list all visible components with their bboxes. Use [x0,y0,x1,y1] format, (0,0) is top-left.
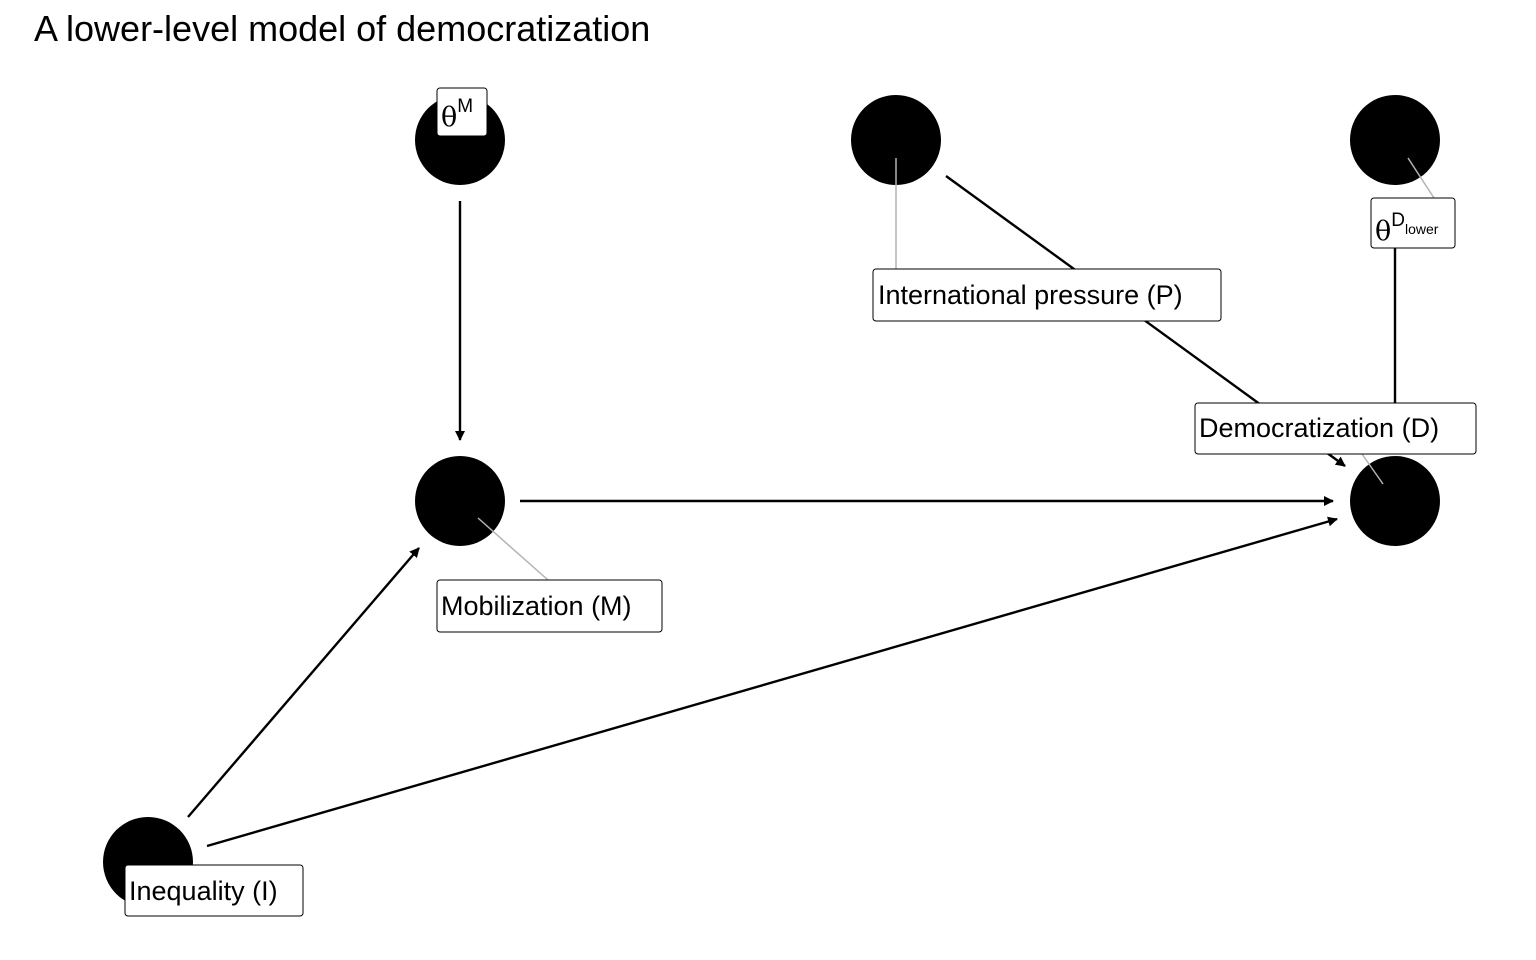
node-democratization-label: Democratization (D) [1194,402,1477,455]
node-theta-m-label-part: M [457,96,473,117]
edge-i-to-d [206,516,1338,848]
node-mobilization-label-box [436,579,663,633]
diagram-title: A lower-level model of democratization [34,8,651,49]
node-theta-d-lower-label-part: D [1391,210,1405,231]
node-democratization-label-part: Democratization (D) [1199,413,1439,443]
node-inequality-label-box [124,864,304,917]
node-international-pressure-label-text: International pressure (P) [878,280,1183,310]
node-international-pressure-label-part: International pressure (P) [878,280,1183,310]
node-mobilization-label: Mobilization (M) [436,579,663,633]
node-mobilization-circle [415,456,505,546]
node-theta-d-lower-label-part: θ [1375,216,1391,247]
node-international-pressure-label-box [872,268,1222,322]
node-inequality-label-text: Inequality (I) [129,876,278,906]
node-theta-m-label-part: θ [441,102,457,133]
node-mobilization-label-leader [477,517,549,581]
node-democratization-label-text: Democratization (D) [1199,413,1439,443]
node-inequality-label-part: Inequality (I) [129,876,278,906]
node-theta-d-lower-circle [1350,95,1440,185]
edge-i-to-m [187,547,420,818]
node-international-pressure-label: International pressure (P) [872,268,1222,322]
node-mobilization-label-text: Mobilization (M) [441,591,632,621]
node-theta-d-lower-label-box [1370,197,1456,249]
node-theta-d-lower-label-leader [1407,157,1435,199]
node-theta-d-lower-label-part: lower [1405,221,1439,237]
node-international-pressure-circle [851,95,941,185]
node-theta-d-lower-label: θDlower [1370,197,1456,249]
nodes-layer [103,95,1440,907]
node-democratization-circle [1350,456,1440,546]
node-mobilization-label-part: Mobilization (M) [441,591,632,621]
node-democratization-label-box [1194,402,1477,455]
node-theta-m-label-box [436,87,488,137]
node-theta-m-label: θM [436,87,488,137]
leaders-layer [477,157,1435,581]
node-theta-d-lower-label-text: θDlower [1375,210,1439,247]
node-inequality-label: Inequality (I) [124,864,304,917]
node-democratization-label-leader [1361,453,1384,485]
node-theta-m-label-text: θM [441,96,473,133]
